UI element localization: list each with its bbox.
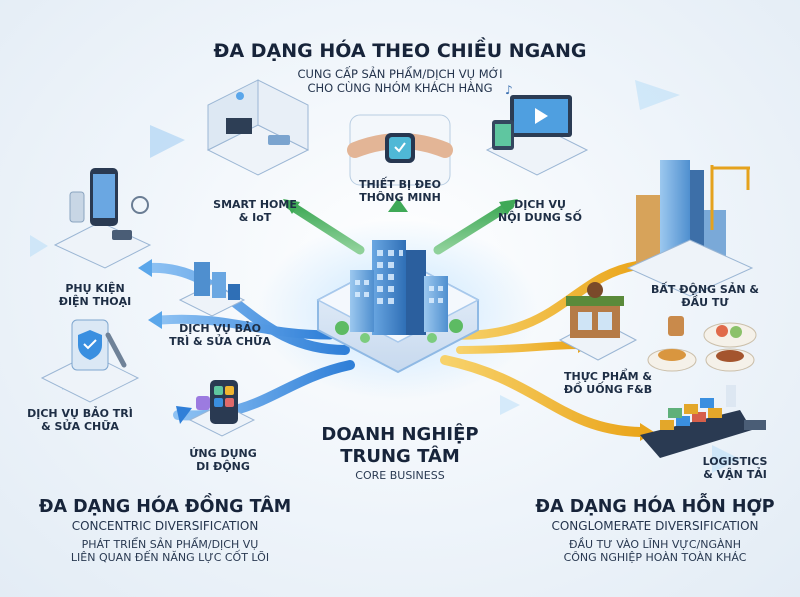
concentric-arrows <box>138 259 355 424</box>
label-digital-content-l2: NỘI DUNG SỐ <box>498 211 582 225</box>
horizontal-subtitle-line1: CUNG CẤP SẢN PHẨM/DỊCH VỤ MỚI <box>297 67 503 81</box>
label-phone-accessories: PHỤ KIỆN ĐIỆN THOẠI <box>40 282 150 308</box>
concentric-description-l2: LIÊN QUAN ĐẾN NĂNG LỰC CỐT LÕI <box>70 551 270 565</box>
core-business-title-l1: DOANH NGHIỆP <box>321 424 479 445</box>
label-digital-content-l1: DỊCH VỤ <box>514 198 566 211</box>
label-repair-mid-l1: DỊCH VỤ BẢO <box>179 322 261 335</box>
label-fnb: THỰC PHẨM & ĐỒ UỐNG F&B <box>548 370 668 396</box>
horizontal-title: ĐA DẠNG HÓA THEO CHIỀU NGANG <box>213 40 587 62</box>
label-repair-left-l2: & SỬA CHỮA <box>41 420 119 434</box>
concentric-english: CONCENTRIC DIVERSIFICATION <box>71 519 259 533</box>
core-business-subtitle: CORE BUSINESS <box>355 469 445 482</box>
conglomerate-title: ĐA DẠNG HÓA HỖN HỢP <box>535 497 775 517</box>
phone-accessories-icon <box>53 168 152 269</box>
conglomerate-description: ĐẦU TƯ VÀO LĨNH VỰC/NGÀNH CÔNG NGHIỆP HO… <box>530 538 780 564</box>
label-wearable-l2: THÔNG MINH <box>359 191 441 205</box>
mobile-apps-icon <box>188 380 256 437</box>
label-real-estate-l2: ĐẦU TƯ <box>681 296 729 310</box>
label-wearable: THIẾT BỊ ĐEO THÔNG MINH <box>340 178 460 204</box>
label-phone-accessories-l2: ĐIỆN THOẠI <box>58 295 132 309</box>
conglomerate-english: CONGLOMERATE DIVERSIFICATION <box>551 519 759 533</box>
label-wearable-l1: THIẾT BỊ ĐEO <box>358 178 442 191</box>
conglomerate-description-l1: ĐẦU TƯ VÀO LĨNH VỰC/NGÀNH <box>568 538 742 551</box>
core-business-title: DOANH NGHIỆP TRUNG TÂM <box>300 424 500 467</box>
label-digital-content: DỊCH VỤ NỘI DUNG SỐ <box>475 198 605 224</box>
label-repair-mid: DỊCH VỤ BẢO TRÌ & SỬA CHỮA <box>160 322 280 348</box>
svg-text:♪: ♪ <box>505 83 513 97</box>
real-estate-icon <box>626 160 754 297</box>
label-fnb-l1: THỰC PHẨM & <box>564 370 652 383</box>
label-repair-left: DỊCH VỤ BẢO TRÌ & SỬA CHỮA <box>10 407 150 433</box>
label-repair-mid-l2: TRÌ & SỬA CHỮA <box>169 335 271 349</box>
label-mobile-apps: ỨNG DỤNG DI ĐỘNG <box>168 447 278 473</box>
label-real-estate: BẤT ĐỘNG SẢN & ĐẦU TƯ <box>640 283 770 309</box>
label-smart-home-l2: & IoT <box>238 211 272 225</box>
repair-service-mid-icon <box>178 262 246 317</box>
concentric-description: PHÁT TRIỂN SẢN PHẨM/DỊCH VỤ LIÊN QUAN ĐẾ… <box>40 538 300 564</box>
horizontal-subtitle-line2: CHO CÙNG NHÓM KHÁCH HÀNG <box>307 80 493 95</box>
core-business-title-l2: TRUNG TÂM <box>340 445 460 467</box>
label-mobile-apps-l1: ỨNG DỤNG <box>189 447 257 460</box>
label-fnb-l2: ĐỒ UỐNG F&B <box>563 383 653 397</box>
digital-content-icon: ♪ <box>485 83 589 176</box>
smartwatch-icon <box>347 114 453 186</box>
concentric-title: ĐA DẠNG HÓA ĐỒNG TÂM <box>38 497 292 517</box>
label-smart-home-l1: SMART HOME <box>213 198 297 211</box>
label-real-estate-l1: BẤT ĐỘNG SẢN & <box>651 283 759 296</box>
conglomerate-description-l2: CÔNG NGHIỆP HOÀN TOÀN KHÁC <box>563 551 747 565</box>
label-logistics-l2: & VẬN TẢI <box>703 468 767 482</box>
food-dishes-icon <box>647 316 757 372</box>
label-repair-left-l1: DỊCH VỤ BẢO TRÌ <box>27 407 133 420</box>
label-smart-home: SMART HOME & IoT <box>200 198 310 224</box>
fnb-restaurant-icon <box>558 282 638 361</box>
label-phone-accessories-l1: PHỤ KIỆN <box>65 282 125 295</box>
horizontal-subtitle: CUNG CẤP SẢN PHẨM/DỊCH VỤ MỚI CHO CÙNG N… <box>240 67 560 96</box>
label-mobile-apps-l2: DI ĐỘNG <box>196 460 250 474</box>
label-logistics-l1: LOGISTICS <box>702 455 768 468</box>
smart-home-icon <box>206 79 310 176</box>
horizontal-arrows <box>283 198 518 255</box>
core-business-building-icon <box>316 240 480 374</box>
label-logistics: LOGISTICS & VẬN TẢI <box>680 455 790 481</box>
concentric-description-l1: PHÁT TRIỂN SẢN PHẨM/DỊCH VỤ <box>81 538 259 551</box>
logistics-ship-icon <box>640 385 766 458</box>
repair-service-left-icon <box>40 319 140 403</box>
